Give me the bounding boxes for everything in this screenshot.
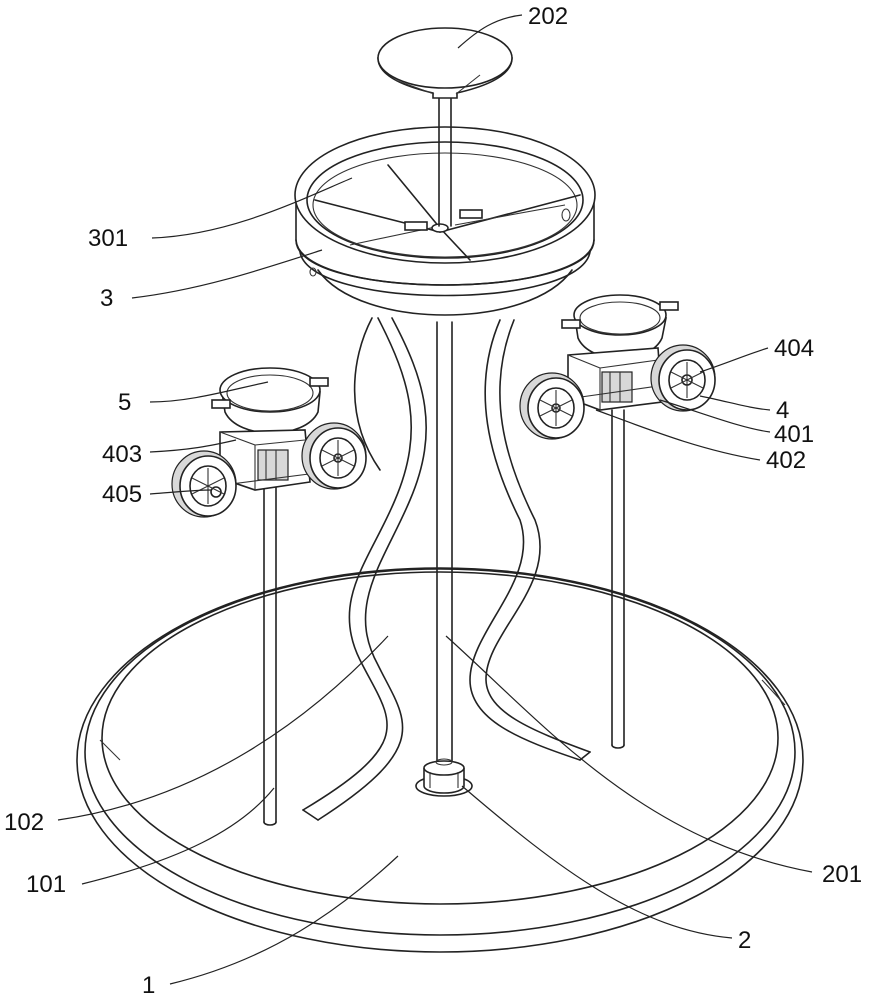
label-404: 404 [774,335,814,362]
label-1: 1 [142,972,155,999]
label-201: 201 [822,861,862,888]
label-3: 3 [100,285,113,312]
left-cart-wheel-right [302,423,366,489]
label-402: 402 [766,447,806,474]
left-cart-wheel-left [172,451,236,517]
base-tray [77,568,803,952]
left-cart [172,368,366,517]
ring-tray [295,127,595,315]
label-4: 4 [776,397,789,424]
right-cart-wheel-right [651,345,715,411]
label-401: 401 [774,421,814,448]
label-202: 202 [528,3,568,30]
right-cart-wheel-left [520,373,584,439]
label-5: 5 [118,389,131,416]
label-301: 301 [88,225,128,252]
label-405: 405 [102,481,142,508]
funnel [378,28,512,98]
label-102: 102 [4,809,44,836]
label-101: 101 [26,871,66,898]
label-2: 2 [738,927,751,954]
label-403: 403 [102,441,142,468]
